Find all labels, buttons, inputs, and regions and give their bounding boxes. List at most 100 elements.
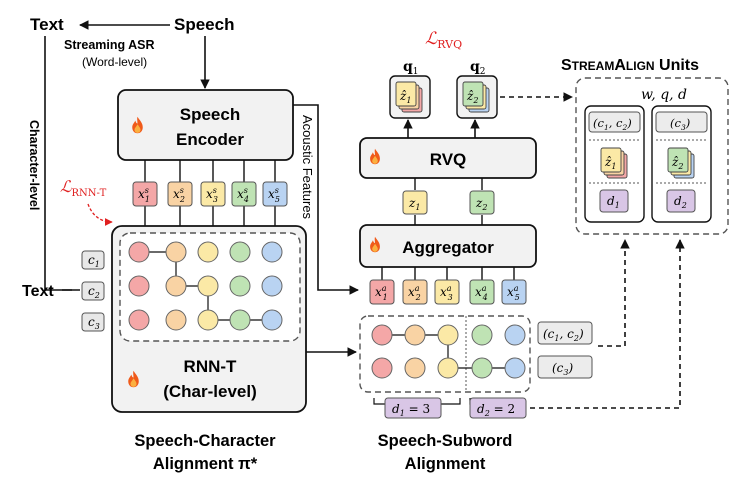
- subword-node: [371, 324, 393, 346]
- rnnt-loss: ℒRNN-T: [60, 177, 107, 199]
- agg-token-box-1: [369, 279, 395, 305]
- lattice-node: [229, 241, 251, 263]
- zhat1-label: ẑ1: [399, 89, 411, 105]
- duration-box-1: [384, 397, 442, 419]
- aggregator-box: [359, 224, 537, 268]
- agg-token-box-5: [501, 279, 527, 305]
- subword-lattice: [371, 324, 526, 379]
- lattice-node: [229, 309, 251, 331]
- q2-label: q2: [470, 59, 486, 77]
- lattice-node: [261, 241, 283, 263]
- zhat1-card: [395, 81, 417, 107]
- lattice-node: [165, 275, 187, 297]
- subword-node: [404, 324, 426, 346]
- unit-group-box-1: [588, 111, 641, 133]
- units-header: w, q, d: [641, 87, 687, 103]
- rvq-box: [359, 137, 537, 179]
- lattice-node: [261, 309, 283, 331]
- agg-token-box-2: [402, 279, 428, 305]
- acoustic-features-arrow: [293, 104, 359, 295]
- char-token-box-3: [81, 312, 105, 332]
- z-token-1: z1: [408, 196, 420, 212]
- enc-token-box-4: [231, 181, 257, 207]
- unit-d-box-2: [666, 189, 696, 213]
- subword-node: [437, 357, 459, 379]
- agg-token-box-4: [469, 279, 495, 305]
- lattice-node: [197, 275, 219, 297]
- unit-d-box-1: [599, 189, 629, 213]
- group-box-2: [537, 355, 593, 379]
- character-level-label: Character-level: [27, 120, 41, 210]
- subword-node: [471, 324, 493, 346]
- durations-to-units-arrow: [530, 239, 685, 409]
- z-token-box-1: [402, 190, 428, 215]
- speech-encoder-box: [117, 89, 294, 161]
- groups-to-units-arrow: [598, 239, 630, 347]
- aggregator-connectors: [381, 178, 515, 280]
- unit-zhat1-card: [600, 147, 622, 173]
- unit-zhat1-label: ẑ1: [604, 155, 616, 171]
- units-title: STREAMALIGN Units: [561, 57, 699, 74]
- agg-token-box-3: [434, 279, 460, 305]
- lattice-node: [261, 275, 283, 297]
- subword-node: [504, 324, 526, 346]
- unit-group-box-2: [655, 111, 708, 133]
- lattice-node: [197, 309, 219, 331]
- lattice-node: [165, 309, 187, 331]
- enc-token-box-3: [200, 181, 226, 207]
- speech-label: Speech: [174, 15, 234, 34]
- lattice-node: [197, 241, 219, 263]
- encoder-title-2: Encoder: [176, 130, 244, 149]
- subword-node: [371, 357, 393, 379]
- char-align-caption-2: Alignment π*: [153, 455, 258, 473]
- unit-zhat2-label: ẑ2: [671, 155, 683, 171]
- group-box-1: [537, 321, 593, 345]
- duration-label-2: d2 = 2: [477, 402, 515, 418]
- subword-node: [404, 357, 426, 379]
- char-token-box-1: [81, 250, 105, 270]
- word-level-label: (Word-level): [82, 55, 147, 69]
- char-token-1: c1: [88, 253, 100, 269]
- char-token-box-2: [81, 281, 105, 301]
- encoder-connectors: [144, 160, 276, 226]
- unit-d-label-2: d2: [674, 194, 687, 210]
- z-token-box-2: [469, 190, 495, 215]
- lattice-node: [165, 241, 187, 263]
- enc-token-box-5: [262, 181, 288, 207]
- unit-group-label-1: (c1, c2): [593, 116, 632, 132]
- unit-group-label-2: (c3): [670, 116, 690, 132]
- rnnt-title-1: RNN-T: [184, 357, 237, 376]
- lattice-node: [128, 309, 150, 331]
- rnnt-loss-arrow: [87, 203, 113, 226]
- char-token-2: c2: [88, 284, 100, 300]
- streaming-asr-label: Streaming ASR: [64, 38, 155, 52]
- enc-token-box-1: [132, 181, 158, 207]
- unit-d-label-1: d1: [607, 194, 620, 210]
- char-token-3: c3: [88, 315, 100, 331]
- duration-label-1: d1 = 3: [392, 402, 430, 418]
- subword-node: [504, 357, 526, 379]
- lattice-node: [128, 275, 150, 297]
- lattice-node: [128, 241, 150, 263]
- group-label-1: (c1, c2): [543, 327, 584, 343]
- char-align-caption-1: Speech-Character: [134, 432, 276, 450]
- rnnt-title-2: (Char-level): [163, 382, 257, 401]
- z-token-2: z2: [475, 196, 487, 212]
- zhat2-label: ẑ2: [466, 89, 478, 105]
- enc-token-box-2: [167, 181, 193, 207]
- lattice-node: [229, 275, 251, 297]
- subword-node: [471, 357, 493, 379]
- aggregator-title: Aggregator: [402, 238, 494, 257]
- rnnt-lattice: [128, 241, 283, 331]
- acoustic-features-label: Acoustic Features: [300, 115, 315, 220]
